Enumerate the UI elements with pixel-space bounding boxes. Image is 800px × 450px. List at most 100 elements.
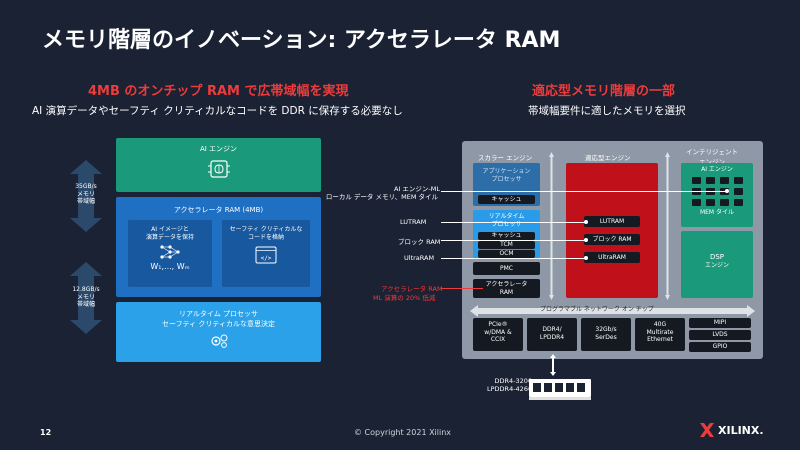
double-arrow-icon	[70, 262, 102, 334]
neural-network-icon	[160, 245, 180, 259]
callout-line-lutram	[441, 222, 586, 223]
ultraram-box: UltraRAM	[584, 252, 640, 263]
bandwidth-bottom-line2: メモリ	[76, 293, 95, 301]
ai-engine-box: AI エンジン	[116, 138, 321, 192]
adaptive-intelligent-divider	[665, 152, 670, 300]
intelligent-engine-line2: エンジン	[699, 158, 725, 166]
io-mipi: MIPI	[689, 318, 751, 328]
weights-label: W₁,..., Wₘ	[150, 262, 190, 271]
scalar-engine-label: スカラー エンジン	[478, 154, 533, 162]
bandwidth-top-value: 35GB/s	[75, 183, 97, 190]
io-lvds: LVDS	[689, 330, 751, 340]
callout-dot-ai	[725, 189, 729, 193]
adaptive-engine-box	[566, 163, 658, 298]
callout-lutram: LUTRAM	[400, 218, 427, 226]
ai-image-label: AI イメージと 演算データを保持	[145, 226, 194, 241]
updown-arrow-icon	[549, 152, 554, 300]
noc-arrow	[470, 302, 755, 317]
callout-line-block	[441, 240, 586, 241]
callout-accel-ram-sub: ML 演算の 20% 低減	[373, 294, 436, 302]
xilinx-logo-icon	[700, 423, 714, 437]
callout-dot-lutram	[584, 220, 588, 224]
ai-engine-tile	[705, 176, 715, 184]
rt-label-2: セーフティ クリティカルな意思決定	[162, 320, 275, 328]
rt-processor-box: リアルタイム プロセッサ セーフティ クリティカルな意思決定	[116, 302, 321, 362]
ai-engine-tile-box: AI エンジン MEM タイル	[681, 163, 753, 227]
noc-label: プログラマブル ネットワーク オン チップ	[540, 306, 654, 313]
bandwidth-bottom-label: 12.8GB/s メモリ 帯域幅	[68, 286, 104, 309]
cache2-box: キャッシュ	[478, 232, 535, 240]
ai-engine-tile	[733, 198, 743, 206]
callout-ai-ml-sub: ローカル データ メモリ、MEM タイル	[325, 193, 438, 201]
callout-ai-ml: AI エンジン-ML	[380, 183, 440, 193]
ai-engine-tile	[691, 176, 701, 184]
rt-processor-label: リアルタイム プロセッサ	[488, 213, 525, 228]
cache-box: キャッシュ	[478, 195, 535, 204]
ram-module-icon	[529, 379, 591, 400]
dsp-label: DSP	[709, 253, 725, 261]
rt-label-1: リアルタイム プロセッサ	[178, 310, 258, 318]
bandwidth-bottom-value: 12.8GB/s	[72, 286, 100, 293]
right-subheading: 帯域幅要件に適したメモリを選択	[528, 105, 686, 117]
io-ethernet: 40G Multirate Ethernet	[635, 318, 685, 351]
ocm-box: OCM	[478, 250, 535, 258]
gears-icon	[210, 334, 227, 348]
bandwidth-top-line3: 帯域幅	[76, 198, 95, 205]
bandwidth-arrow-top	[68, 160, 104, 232]
callout-ai-ml-line1: AI エンジン-ML	[393, 185, 440, 193]
left-heading: 4MB のオンチップ RAM で広帯域幅を実現	[88, 84, 349, 99]
memory-module	[528, 376, 592, 402]
double-arrow-icon	[70, 160, 102, 232]
intelligent-engine-line1: インテリジェント	[686, 148, 738, 156]
xilinx-logo: XILINX.	[700, 423, 764, 437]
updown-arrow-icon	[550, 354, 556, 376]
safety-code-label: セーフティ クリティカルな コードを格納	[229, 226, 303, 241]
callout-block-ram: ブロック RAM	[398, 238, 441, 246]
dsp-engine-box: DSP エンジン	[681, 231, 753, 298]
ai-engine-tile	[733, 187, 743, 195]
bandwidth-top-line2: メモリ	[76, 190, 95, 198]
copyright: © Copyright 2021 Xilinx	[354, 428, 452, 437]
ai-engine-tile	[691, 198, 701, 206]
lutram-box: LUTRAM	[584, 216, 640, 227]
horizontal-arrow-icon	[470, 305, 755, 317]
bandwidth-arrow-bottom	[68, 262, 104, 334]
left-subheading: AI 演算データやセーフティ クリティカルなコードを DDR に保存する必要なし	[32, 105, 403, 117]
callout-line-ultra	[441, 258, 586, 259]
safety-code-panel: セーフティ クリティカルな コードを格納 </>	[222, 220, 310, 287]
io-gpio: GPIO	[689, 342, 751, 352]
code-window-icon: </>	[255, 246, 277, 264]
ai-engine-tile	[705, 198, 715, 206]
intelligent-engine-label: インテリジェント エンジン	[686, 146, 738, 166]
bandwidth-bottom-line3: 帯域幅	[76, 301, 95, 308]
io-ddr4: DDR4/ LPDDR4	[527, 318, 577, 351]
tcm-box: TCM	[478, 241, 535, 249]
accel-ram-box-right: アクセラレータ RAM	[473, 279, 540, 298]
adaptive-engine-label: 適応型エンジン	[585, 154, 631, 162]
ai-engine-tile-label: AI エンジン	[701, 166, 733, 173]
ai-engine-label: AI エンジン	[199, 145, 238, 153]
brain-chip-icon	[207, 160, 230, 178]
block-ram-box: ブロック RAM	[584, 234, 640, 245]
xilinx-wordmark: XILINX.	[718, 423, 764, 437]
ai-engine-tile	[719, 198, 729, 206]
accel-ram-label: アクセラレータ RAM (4MB)	[173, 206, 264, 214]
app-processor-label: アプリケーション プロセッサ	[482, 168, 531, 183]
io-pcie: PCIe® w/DMA & CCIX	[473, 318, 523, 351]
slide-title: メモリ階層のイノベーション: アクセラレータ RAM	[42, 28, 561, 53]
bandwidth-top-label: 35GB/s メモリ 帯域幅	[70, 183, 102, 206]
ddr-link-arrow	[550, 354, 556, 376]
dsp-sub-label: エンジン	[704, 261, 729, 269]
callout-line-ai	[441, 191, 727, 192]
callout-ultraram: UltraRAM	[404, 254, 435, 262]
right-heading: 適応型メモリ階層の一部	[532, 84, 676, 99]
pmc-box: PMC	[473, 262, 540, 275]
updown-arrow-icon	[665, 152, 670, 300]
callout-dot-ultra	[584, 256, 588, 260]
callout-line-accel	[441, 288, 483, 289]
ai-engine-tile	[733, 176, 743, 184]
callout-dot-block	[584, 238, 588, 242]
io-serdes: 32Gb/s SerDes	[581, 318, 631, 351]
svg-text:</>: </>	[261, 255, 272, 262]
